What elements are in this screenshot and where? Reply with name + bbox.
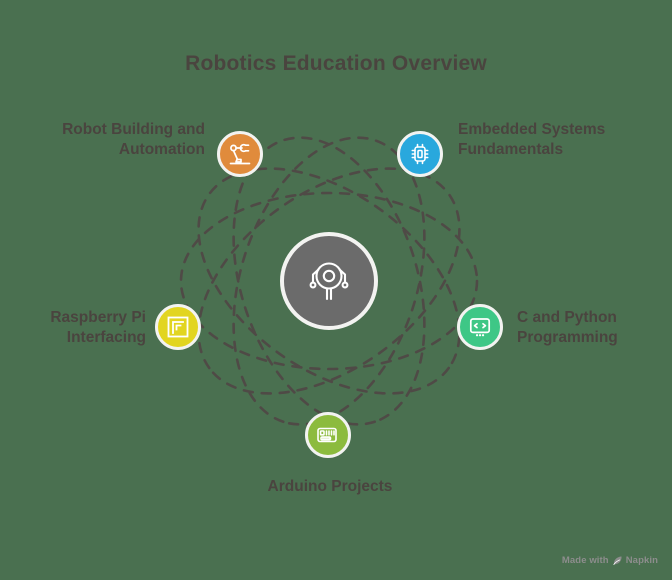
node-label-embedded-systems: Embedded Systems Fundamentals: [458, 121, 606, 158]
watermark-prefix: Made with: [561, 555, 609, 566]
frame-square-icon: [167, 316, 189, 338]
orbit-ring: [197, 167, 461, 395]
node-icon-raspberry-pi[interactable]: [155, 304, 201, 350]
microchip-icon: [411, 143, 429, 165]
node-icon-c-and-python[interactable]: [457, 304, 503, 350]
node-icon-robot-building[interactable]: [217, 131, 263, 177]
node-icon-embedded-systems[interactable]: [397, 131, 443, 177]
node-label-raspberry-pi: Raspberry Pi Interfacing: [50, 309, 146, 346]
orbit-ring: [179, 191, 479, 371]
napkin-leaf-icon: [612, 555, 623, 566]
center-hub[interactable]: [280, 232, 378, 330]
watermark: Made with Napkin: [562, 555, 658, 566]
code-screen-icon: [469, 318, 491, 337]
orbit-ring: [232, 136, 426, 426]
circuit-board-icon: [317, 427, 337, 443]
orbit-ring: [232, 136, 426, 426]
robotic-arm-icon: [229, 143, 251, 165]
page-title: Robotics Education Overview: [185, 52, 487, 75]
node-label-robot-building: Robot Building and Automation: [62, 121, 205, 158]
node-label-arduino-projects: Arduino Projects: [267, 478, 393, 495]
node-icon-arduino-projects[interactable]: [305, 412, 351, 458]
watermark-brand: Napkin: [625, 555, 658, 566]
orbit-ring: [197, 167, 461, 395]
node-label-c-and-python: C and Python Programming: [517, 309, 618, 346]
robot-head-icon: [309, 262, 349, 301]
